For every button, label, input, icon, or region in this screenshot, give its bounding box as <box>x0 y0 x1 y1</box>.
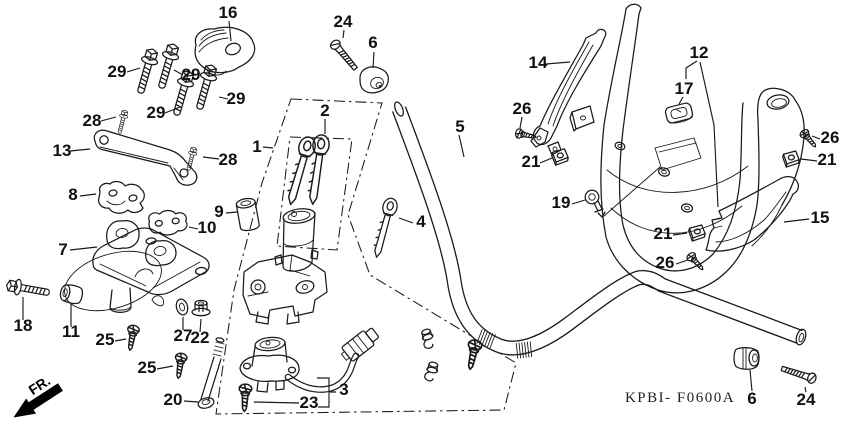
fastener-clip-b <box>423 360 440 383</box>
ignition-lock-cylinder <box>274 208 319 272</box>
part-label-28-a: 28 <box>83 111 102 130</box>
screw-26-b <box>797 127 820 151</box>
part-label-20: 20 <box>164 390 183 409</box>
part-label-19: 19 <box>552 193 571 212</box>
wire-connector <box>340 327 380 362</box>
gasket-loop <box>64 250 162 312</box>
bushing-11 <box>59 284 84 305</box>
collar-9 <box>235 197 260 232</box>
handlebar-pipe <box>391 101 807 359</box>
part-number-labels: 16 24 6 29 29 29 29 28 13 28 1 2 5 14 12… <box>14 3 840 412</box>
handle-bracket-stay <box>93 129 198 186</box>
screw-25-b <box>171 351 189 380</box>
long-bolt-20 <box>197 337 225 409</box>
screw-23 <box>237 383 253 413</box>
handle-cover-stay-14 <box>530 28 607 156</box>
diagram-code: KPBI- F0600A <box>625 390 735 406</box>
part-label-24-b: 24 <box>797 390 816 409</box>
key-blank-4 <box>369 196 400 260</box>
fastener-clip-a <box>418 327 437 351</box>
part-label-29-d: 29 <box>227 89 246 108</box>
bolt-28-a <box>115 108 130 135</box>
part-label-29-a: 29 <box>108 62 127 81</box>
part-label-10: 10 <box>198 218 217 237</box>
key-b <box>303 133 332 207</box>
grommet-6-top <box>359 66 389 94</box>
main-switch-3 <box>239 327 380 393</box>
screw-26-a <box>514 127 538 143</box>
part-label-18: 18 <box>14 316 33 335</box>
flange-bolt-29-b <box>152 41 183 91</box>
part-label-23: 23 <box>300 393 319 412</box>
handlebar-lower-holder <box>97 180 145 214</box>
screw-24-bottom <box>779 362 818 385</box>
handle-lower-cover-15 <box>705 176 800 252</box>
part-label-21-a: 21 <box>522 152 541 171</box>
flange-bolt-29-a <box>131 46 162 96</box>
flange-nut-22 <box>191 299 211 317</box>
handlebar-open-end <box>795 328 807 346</box>
washer-27 <box>175 298 189 316</box>
kit-box-2-outline <box>276 136 353 251</box>
leader-lines <box>22 20 821 408</box>
part-label-13: 13 <box>53 141 72 160</box>
fr-direction-arrow: FR. <box>13 372 63 418</box>
part-label-1: 1 <box>252 137 261 156</box>
knurl-band <box>476 329 496 349</box>
handle-under-bracket <box>64 220 210 313</box>
part-label-28-b: 28 <box>219 150 238 169</box>
part-label-16: 16 <box>219 3 238 22</box>
part-label-9: 9 <box>214 202 223 221</box>
part-label-21-c: 21 <box>654 224 673 243</box>
part-label-3: 3 <box>339 380 348 399</box>
screw-25-a <box>123 323 141 352</box>
part-label-15: 15 <box>811 208 830 227</box>
part-label-29-c: 29 <box>147 103 166 122</box>
part-label-17: 17 <box>675 79 694 98</box>
ignition-lock-body <box>242 254 328 325</box>
kit-box-1-outline <box>215 98 517 415</box>
part-label-4: 4 <box>416 212 426 231</box>
part-label-11: 11 <box>62 322 80 341</box>
flange-bolt-18 <box>4 276 52 301</box>
part-label-26-b: 26 <box>821 128 840 147</box>
part-label-25-a: 25 <box>96 330 115 349</box>
grommet-6-bottom <box>733 347 760 370</box>
part-label-12: 12 <box>690 43 709 62</box>
part-label-29-b: 29 <box>182 65 201 84</box>
cover-lid-17 <box>664 102 694 124</box>
part-label-7: 7 <box>58 240 67 259</box>
arrow-icon <box>13 383 63 418</box>
part-label-14: 14 <box>529 53 548 72</box>
handle-upper-cover-12 <box>600 3 805 294</box>
part-label-25-b: 25 <box>138 358 157 377</box>
handlebar-upper-holder <box>148 209 188 236</box>
part-label-21-b: 21 <box>818 150 837 169</box>
part-label-26-a: 26 <box>513 99 532 118</box>
clip-nut-21-b <box>781 150 801 168</box>
clip-nut-21-c <box>687 224 707 242</box>
screw-24-top <box>328 37 361 73</box>
part-label-6-b: 6 <box>747 389 756 408</box>
part-label-6-a: 6 <box>368 33 377 52</box>
part-label-22: 22 <box>191 328 210 347</box>
washer-screw-19 <box>584 189 606 218</box>
knurl-band <box>515 341 533 359</box>
handle-post-cap <box>194 26 256 76</box>
part-label-26-c: 26 <box>656 253 675 272</box>
part-label-24-a: 24 <box>334 12 353 31</box>
part-label-2: 2 <box>320 101 329 120</box>
part-label-8: 8 <box>68 185 77 204</box>
part-label-5: 5 <box>455 117 464 136</box>
part-label-27: 27 <box>174 326 193 345</box>
bracket-3 <box>317 377 336 408</box>
